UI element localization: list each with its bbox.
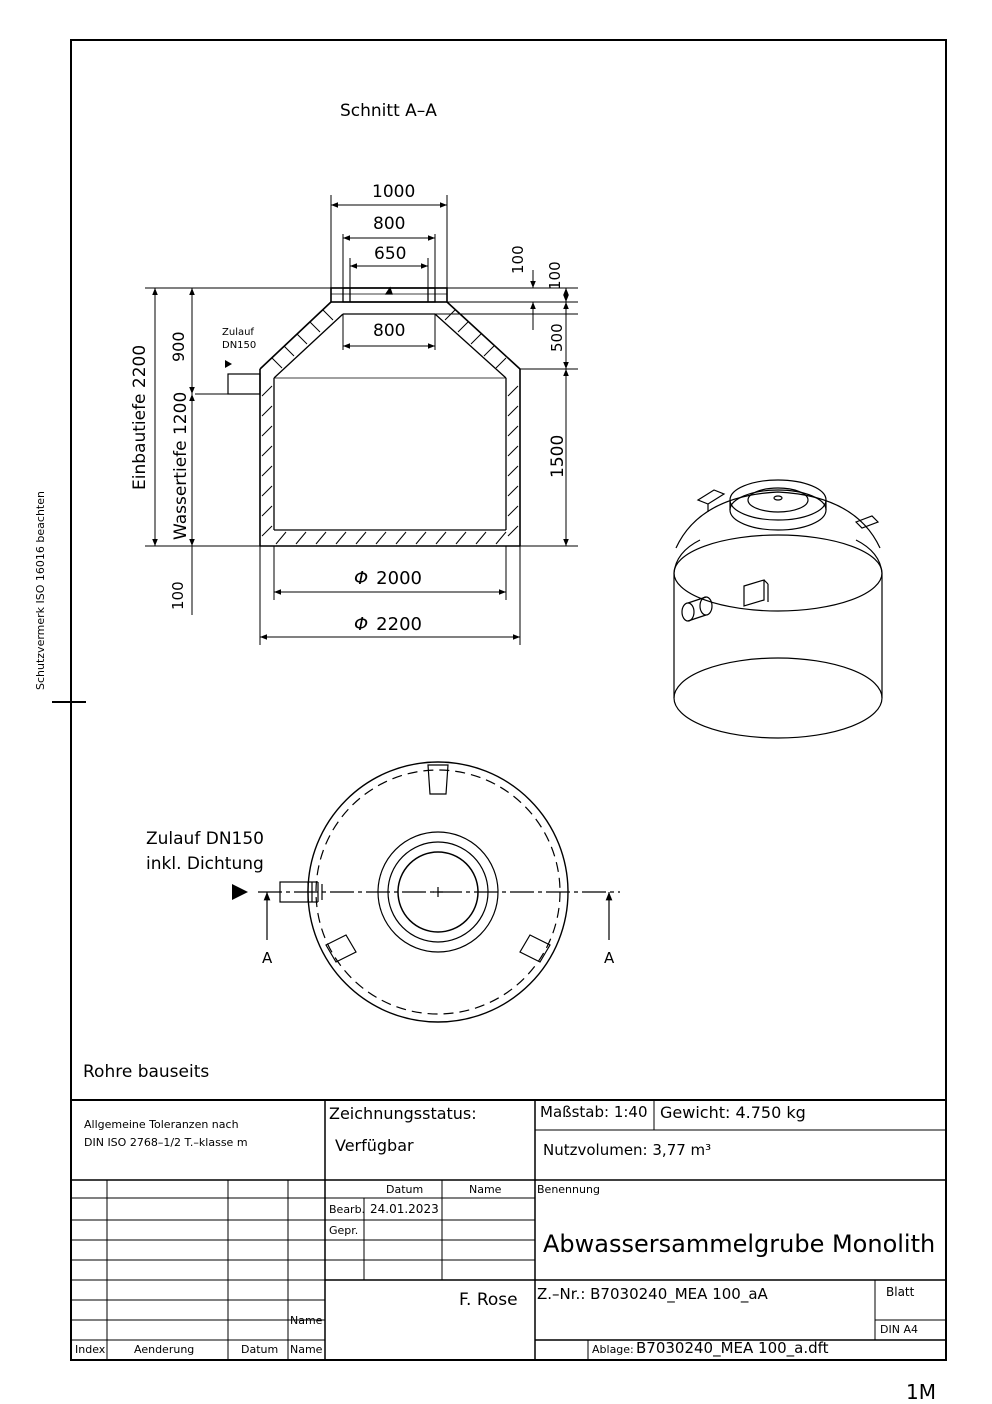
- rev-name-header: Name: [290, 1314, 323, 1327]
- tolerances-line2: DIN ISO 2768–1/2 T.–klasse m: [84, 1136, 248, 1149]
- rev-change: Aenderung: [134, 1343, 195, 1356]
- dim-base-thickness: 100: [169, 581, 187, 610]
- dim-outer-diameter: Φ 2200: [354, 616, 422, 634]
- section-marker-right-label: A: [604, 949, 615, 967]
- plan-inlet-label-line2: inkl. Dichtung: [146, 854, 264, 874]
- diameter-symbol-icon: Φ: [354, 614, 369, 635]
- author: F. Rose: [459, 1290, 518, 1310]
- dim-top-mid: 800: [373, 214, 406, 234]
- protection-note: Schutzvermerk ISO 16016 beachten: [34, 491, 47, 690]
- col-name: Name: [469, 1183, 502, 1196]
- dimension-lines: [145, 195, 578, 645]
- dim-cone-height: 500: [548, 323, 566, 352]
- dim-neck-inner: 800: [373, 321, 406, 341]
- outer-diameter-value: 2200: [376, 614, 422, 635]
- dim-body-height: 1500: [548, 434, 568, 478]
- diameter-symbol-icon: Φ: [354, 568, 369, 589]
- section-view: [195, 286, 521, 547]
- dim-collar-height-right: 100: [546, 261, 564, 290]
- row-gepr: Gepr.: [329, 1224, 359, 1237]
- status-label: Zeichnungsstatus:: [329, 1104, 477, 1123]
- inlet-direction-arrow-icon: [232, 884, 248, 900]
- rev-index: Index: [75, 1343, 106, 1356]
- drawing-frame: [70, 39, 947, 1361]
- dim-collar-height: 100: [509, 245, 527, 274]
- inlet-section-label: Zulauf DN150: [222, 327, 257, 351]
- benennung-label: Benennung: [537, 1183, 600, 1196]
- ablage-label: Ablage:: [592, 1343, 634, 1356]
- dim-water-depth: Wassertiefe 1200: [171, 391, 191, 540]
- dim-top-inner: 650: [374, 244, 407, 264]
- plan-view: [258, 761, 620, 1023]
- bearb-date: 24.01.2023: [370, 1202, 439, 1216]
- dim-inlet-depth: 900: [169, 331, 188, 362]
- volume: Nutzvolumen: 3,77 m³: [543, 1141, 712, 1159]
- drawing-number: Z.–Nr.: B7030240_MEA 100_aA: [537, 1285, 768, 1303]
- section-title: Schnitt A–A: [340, 101, 437, 121]
- weight: Gewicht: 4.750 kg: [660, 1103, 806, 1122]
- scale: Maßstab: 1:40: [540, 1103, 648, 1121]
- rev-name: Name: [290, 1343, 323, 1356]
- plan-inlet-label-line1: Zulauf DN150: [146, 829, 264, 849]
- col-datum: Datum: [386, 1183, 424, 1196]
- dim-inner-diameter: Φ 2000: [354, 570, 422, 588]
- drawing-title: Abwassersammelgrube Monolith: [543, 1230, 936, 1258]
- format: DIN A4: [880, 1323, 918, 1336]
- inner-diameter-value: 2000: [376, 568, 422, 589]
- inlet-arrow-icon: [225, 360, 232, 368]
- ablage-value: B7030240_MEA 100_a.dft: [636, 1339, 829, 1357]
- sheet-mark: 1M: [906, 1380, 936, 1404]
- pipes-note: Rohre bauseits: [83, 1062, 210, 1082]
- isometric-view: [673, 479, 883, 739]
- status-value: Verfügbar: [335, 1136, 414, 1155]
- dim-install-depth: Einbautiefe 2200: [130, 344, 150, 490]
- section-marker-left-label: A: [262, 949, 273, 967]
- sheet-label: Blatt: [886, 1285, 915, 1299]
- tolerances-line1: Allgemeine Toleranzen nach: [84, 1118, 239, 1131]
- title-block-grid: [71, 1099, 946, 1360]
- dim-top-outer: 1000: [372, 182, 416, 202]
- rev-datum: Datum: [241, 1343, 279, 1356]
- row-bearb: Bearb.: [329, 1203, 366, 1216]
